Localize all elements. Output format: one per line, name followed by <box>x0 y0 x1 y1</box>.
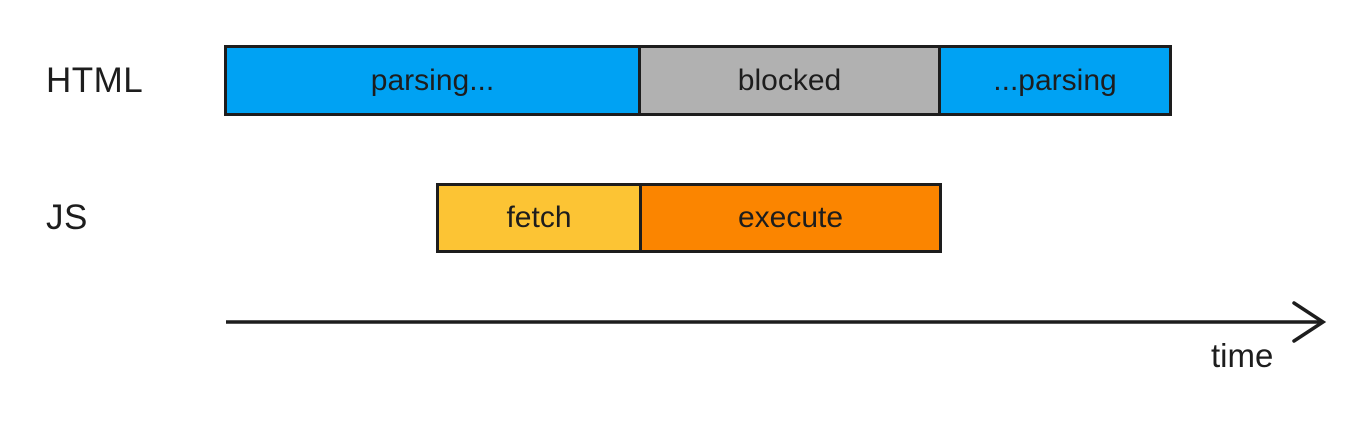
time-axis-label: time <box>1211 337 1274 374</box>
bar-js-row: fetch execute <box>436 183 942 253</box>
segment-execute: execute <box>639 186 939 250</box>
row-label-js: JS <box>46 198 88 237</box>
segment-parsing-resume: ...parsing <box>938 48 1169 113</box>
segment-fetch: fetch <box>439 186 639 250</box>
segment-blocked: blocked <box>638 48 938 113</box>
segment-parsing-start: parsing... <box>227 48 638 113</box>
time-arrow-icon <box>226 301 1327 343</box>
bar-html-row: parsing... blocked ...parsing <box>224 45 1172 116</box>
row-label-html: HTML <box>46 60 144 100</box>
